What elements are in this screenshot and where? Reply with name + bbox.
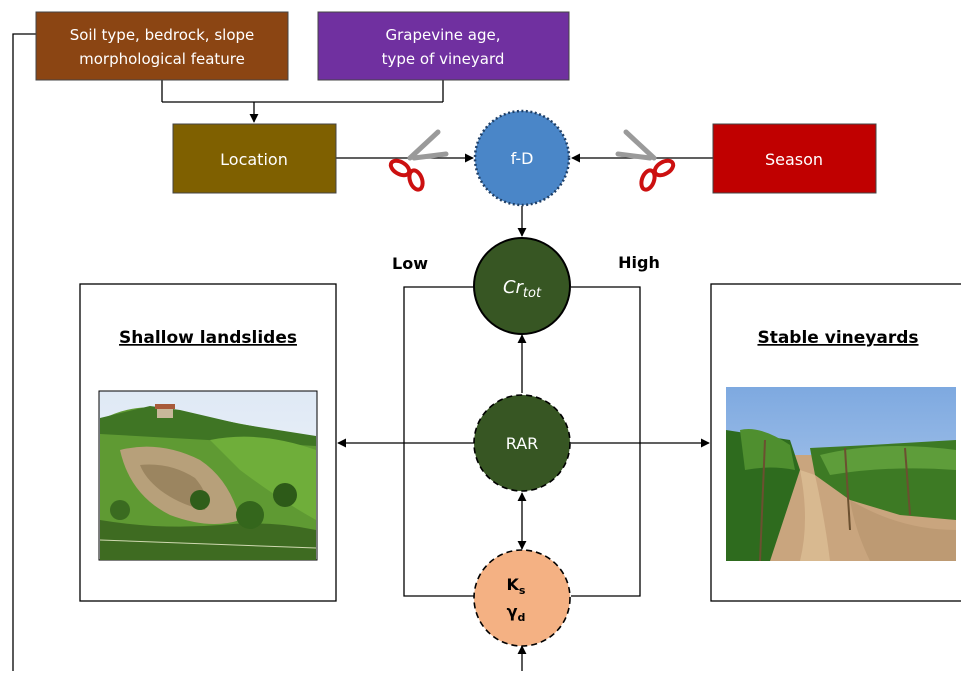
rar-label: RAR xyxy=(506,434,539,453)
scissors-icon xyxy=(615,129,676,192)
shallow-landslides-title: Shallow landslides xyxy=(119,328,297,348)
ks-label: Ks xyxy=(507,575,526,597)
crtot-sub: tot xyxy=(523,286,542,301)
soil-line1: Soil type, bedrock, slope xyxy=(70,26,255,44)
low-loop xyxy=(403,286,474,597)
stable-vineyards-title: Stable vineyards xyxy=(757,328,918,348)
location-box: Location xyxy=(172,123,337,194)
gamma-label: γd xyxy=(507,602,526,624)
fd-node: f-D xyxy=(473,109,571,207)
ks-node: Ks γd xyxy=(473,549,571,647)
gamma-y-sub: d xyxy=(518,611,526,624)
scissors-icon xyxy=(388,129,449,192)
high-label: High xyxy=(618,253,660,272)
soil-line2: morphological feature xyxy=(79,50,245,68)
gamma-y: γ xyxy=(507,602,518,621)
feedback-line xyxy=(12,33,36,671)
stable-vineyards-panel: Stable vineyards xyxy=(710,283,961,602)
low-label: Low xyxy=(392,254,428,273)
season-label: Season xyxy=(765,150,823,169)
soil-box: Soil type, bedrock, slope morphological … xyxy=(35,11,289,81)
vineyard-photo xyxy=(726,387,956,562)
grapevine-line1: Grapevine age, xyxy=(386,26,501,44)
season-box: Season xyxy=(712,123,877,194)
crtot-main: Cr xyxy=(503,277,525,298)
fd-label: f-D xyxy=(511,149,534,168)
rar-node: RAR xyxy=(473,394,571,492)
location-label: Location xyxy=(220,150,288,169)
shallow-landslides-panel: Shallow landslides xyxy=(79,283,337,602)
crtot-node: Crtot xyxy=(473,237,571,335)
ks-k-sub: s xyxy=(519,584,526,597)
landslide-photo xyxy=(98,390,318,561)
crtot-label: Crtot xyxy=(503,277,542,301)
high-loop xyxy=(571,286,641,597)
grapevine-line2: type of vineyard xyxy=(382,50,505,68)
ks-k: K xyxy=(507,575,520,594)
grapevine-box: Grapevine age, type of vineyard xyxy=(317,11,570,81)
